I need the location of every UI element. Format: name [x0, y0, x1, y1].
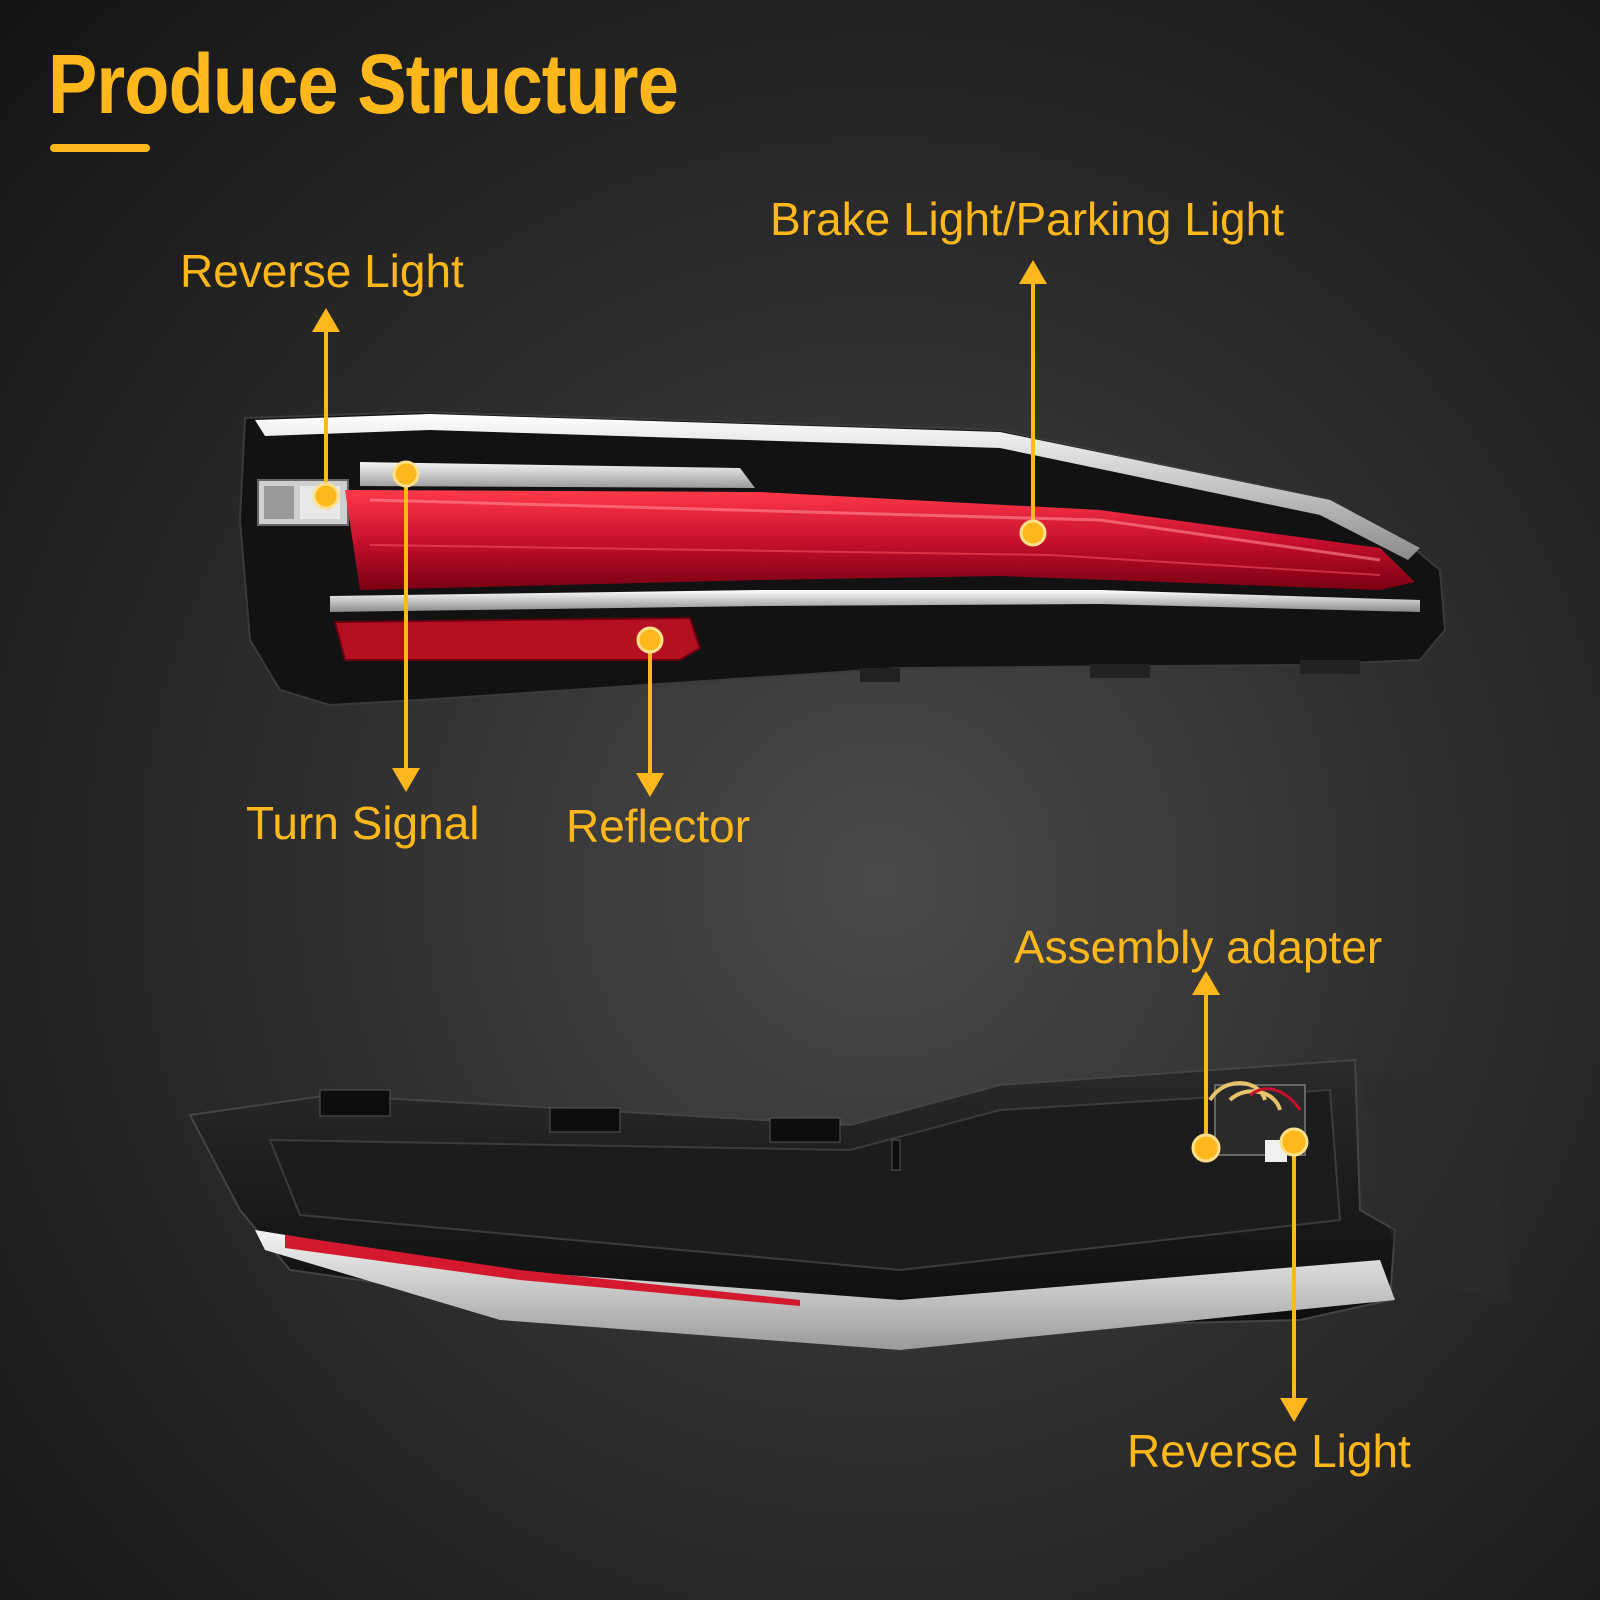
rear-red-strip — [285, 1235, 800, 1306]
chrome-trim — [255, 414, 1420, 560]
mount-tab — [860, 668, 900, 682]
arrowhead-down — [636, 773, 664, 797]
page-title: Produce Structure — [48, 37, 679, 131]
label-turn-signal: Turn Signal — [246, 797, 480, 849]
callouts — [312, 260, 1309, 1422]
arrowhead-down — [392, 768, 420, 792]
tail-light-rear-view — [188, 1058, 1510, 1350]
turn-signal-lens — [360, 462, 755, 488]
callout-dot-reverse-top — [312, 482, 340, 510]
callout-dot-turn — [392, 460, 420, 488]
lens-highlight — [369, 498, 1381, 562]
mount-tab — [1300, 660, 1360, 674]
rear-clear-lens — [255, 1230, 1395, 1350]
reverse-cell — [264, 486, 294, 519]
callout-dot-brake — [1019, 519, 1047, 547]
callout-dot-reverse-bottom — [1279, 1127, 1309, 1157]
callout-dot-adapter — [1191, 1133, 1221, 1163]
rear-mount-clips — [319, 1089, 901, 1171]
arrowhead-down — [1280, 1398, 1308, 1422]
label-reverse-light-bottom: Reverse Light — [1127, 1425, 1411, 1477]
wire-red — [1249, 1087, 1302, 1111]
reflector-lens — [333, 616, 702, 661]
chrome-divider — [330, 590, 1420, 612]
label-reflector: Reflector — [566, 800, 751, 852]
arrowhead-up — [312, 308, 340, 332]
wire-harness — [1208, 1081, 1282, 1111]
label-reverse-light-top: Reverse Light — [180, 245, 464, 297]
label-brake-parking-light: Brake Light/Parking Light — [770, 193, 1284, 245]
lens-inner-line — [369, 544, 1381, 576]
title-underline — [50, 144, 150, 152]
mount-tab — [1090, 664, 1150, 678]
arrowhead-up — [1192, 971, 1220, 995]
background-ghost-light — [1360, 1070, 1510, 1300]
arrowhead-up — [1019, 260, 1047, 284]
label-assembly-adapter: Assembly adapter — [1014, 921, 1383, 973]
callout-dot-reflector — [636, 626, 664, 654]
brake-light-lens — [345, 490, 1415, 590]
tail-light-front-view — [238, 410, 1447, 707]
rear-inner-panel — [268, 1088, 1342, 1272]
